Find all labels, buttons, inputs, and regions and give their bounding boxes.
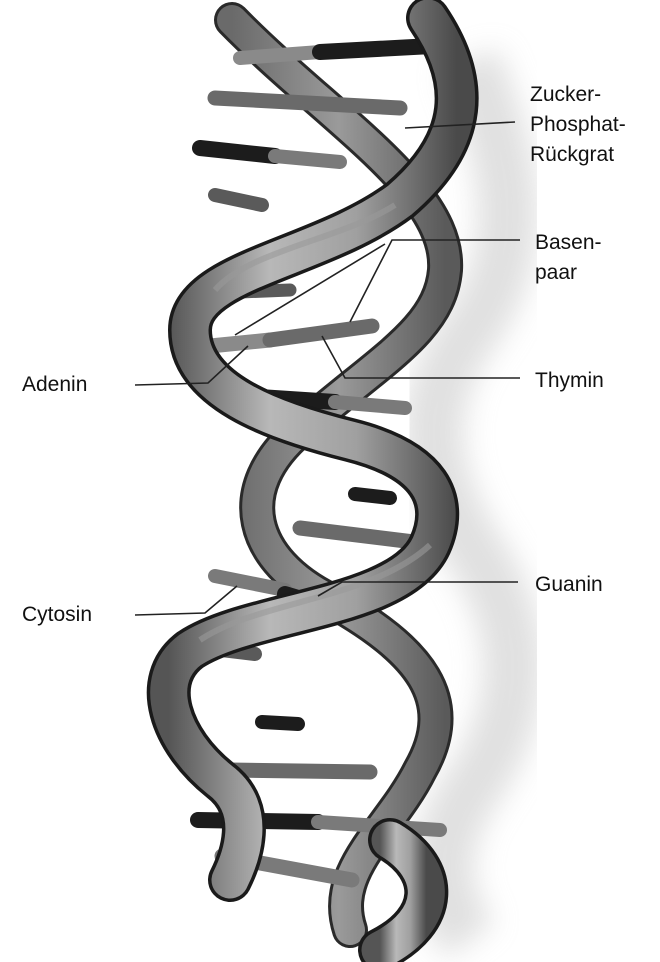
label-base-pair-line-1: Basen- <box>535 230 602 256</box>
base-pair-7-thymin <box>270 326 372 340</box>
label-adenin: Adenin <box>22 372 87 398</box>
base-pair-1-dark <box>320 46 432 52</box>
label-cytosin: Cytosin <box>22 602 92 628</box>
label-thymin: Thymin <box>535 368 604 394</box>
base-pair-3-dark <box>200 148 275 156</box>
label-backbone-line-2: Phosphat- <box>530 112 626 138</box>
label-backbone-line-3: Rückgrat <box>530 142 614 168</box>
label-backbone-line-1: Zucker- <box>530 82 601 108</box>
base-pair-1-light <box>240 52 320 58</box>
base-pair-15 <box>230 770 370 772</box>
base-pair-10-dark <box>355 494 390 498</box>
label-base-pair-line-2: paar <box>535 260 577 286</box>
base-pair-14-dark <box>262 722 298 724</box>
leader-cytosin <box>135 586 237 615</box>
label-guanin: Guanin <box>535 572 603 598</box>
base-pair-8-light <box>335 402 405 408</box>
base-pair-2 <box>215 98 400 108</box>
base-pair-3-light <box>275 156 340 162</box>
base-pair-4 <box>215 195 262 205</box>
